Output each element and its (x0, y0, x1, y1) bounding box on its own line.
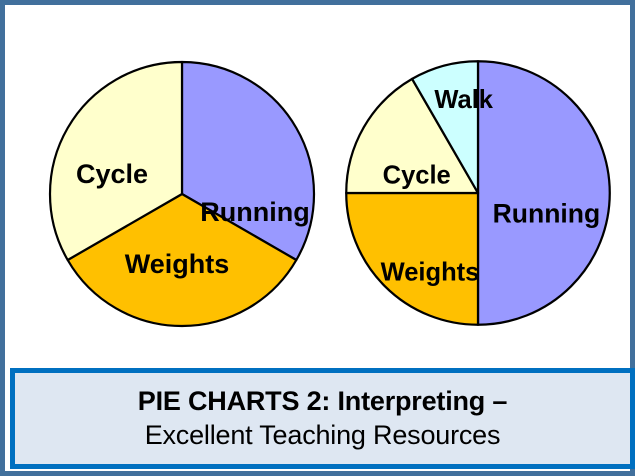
title-banner: PIE CHARTS 2: Interpreting – Excellent T… (10, 368, 635, 469)
pie-slice-label-cycle: Cycle (383, 161, 451, 189)
pie-slice-label-running: Running (493, 198, 601, 228)
pie-slice-label-walk: Walk (434, 86, 493, 114)
pie-slice-running (476, 60, 611, 326)
pie-slice-cycle (48, 60, 184, 262)
pie-slice-label-running: Running (200, 197, 309, 227)
banner-title-secondary: Excellent Teaching Resources (144, 419, 501, 450)
pie-slice-cycle (345, 77, 480, 195)
pie-slice-label-weights: Weights (125, 249, 230, 279)
pie-right-slices (345, 60, 611, 326)
pie-slice-label-cycle: Cycle (76, 159, 148, 189)
pie-slice-weights (345, 191, 480, 326)
pie-slice-label-weights: Weights (381, 258, 480, 286)
pie-slice-walk (410, 60, 480, 195)
banner-title-primary: PIE CHARTS 2: Interpreting – (137, 385, 508, 416)
pie-left-slices (48, 60, 316, 328)
pie-slice-running (180, 60, 316, 262)
pie-slice-weights (66, 192, 298, 328)
